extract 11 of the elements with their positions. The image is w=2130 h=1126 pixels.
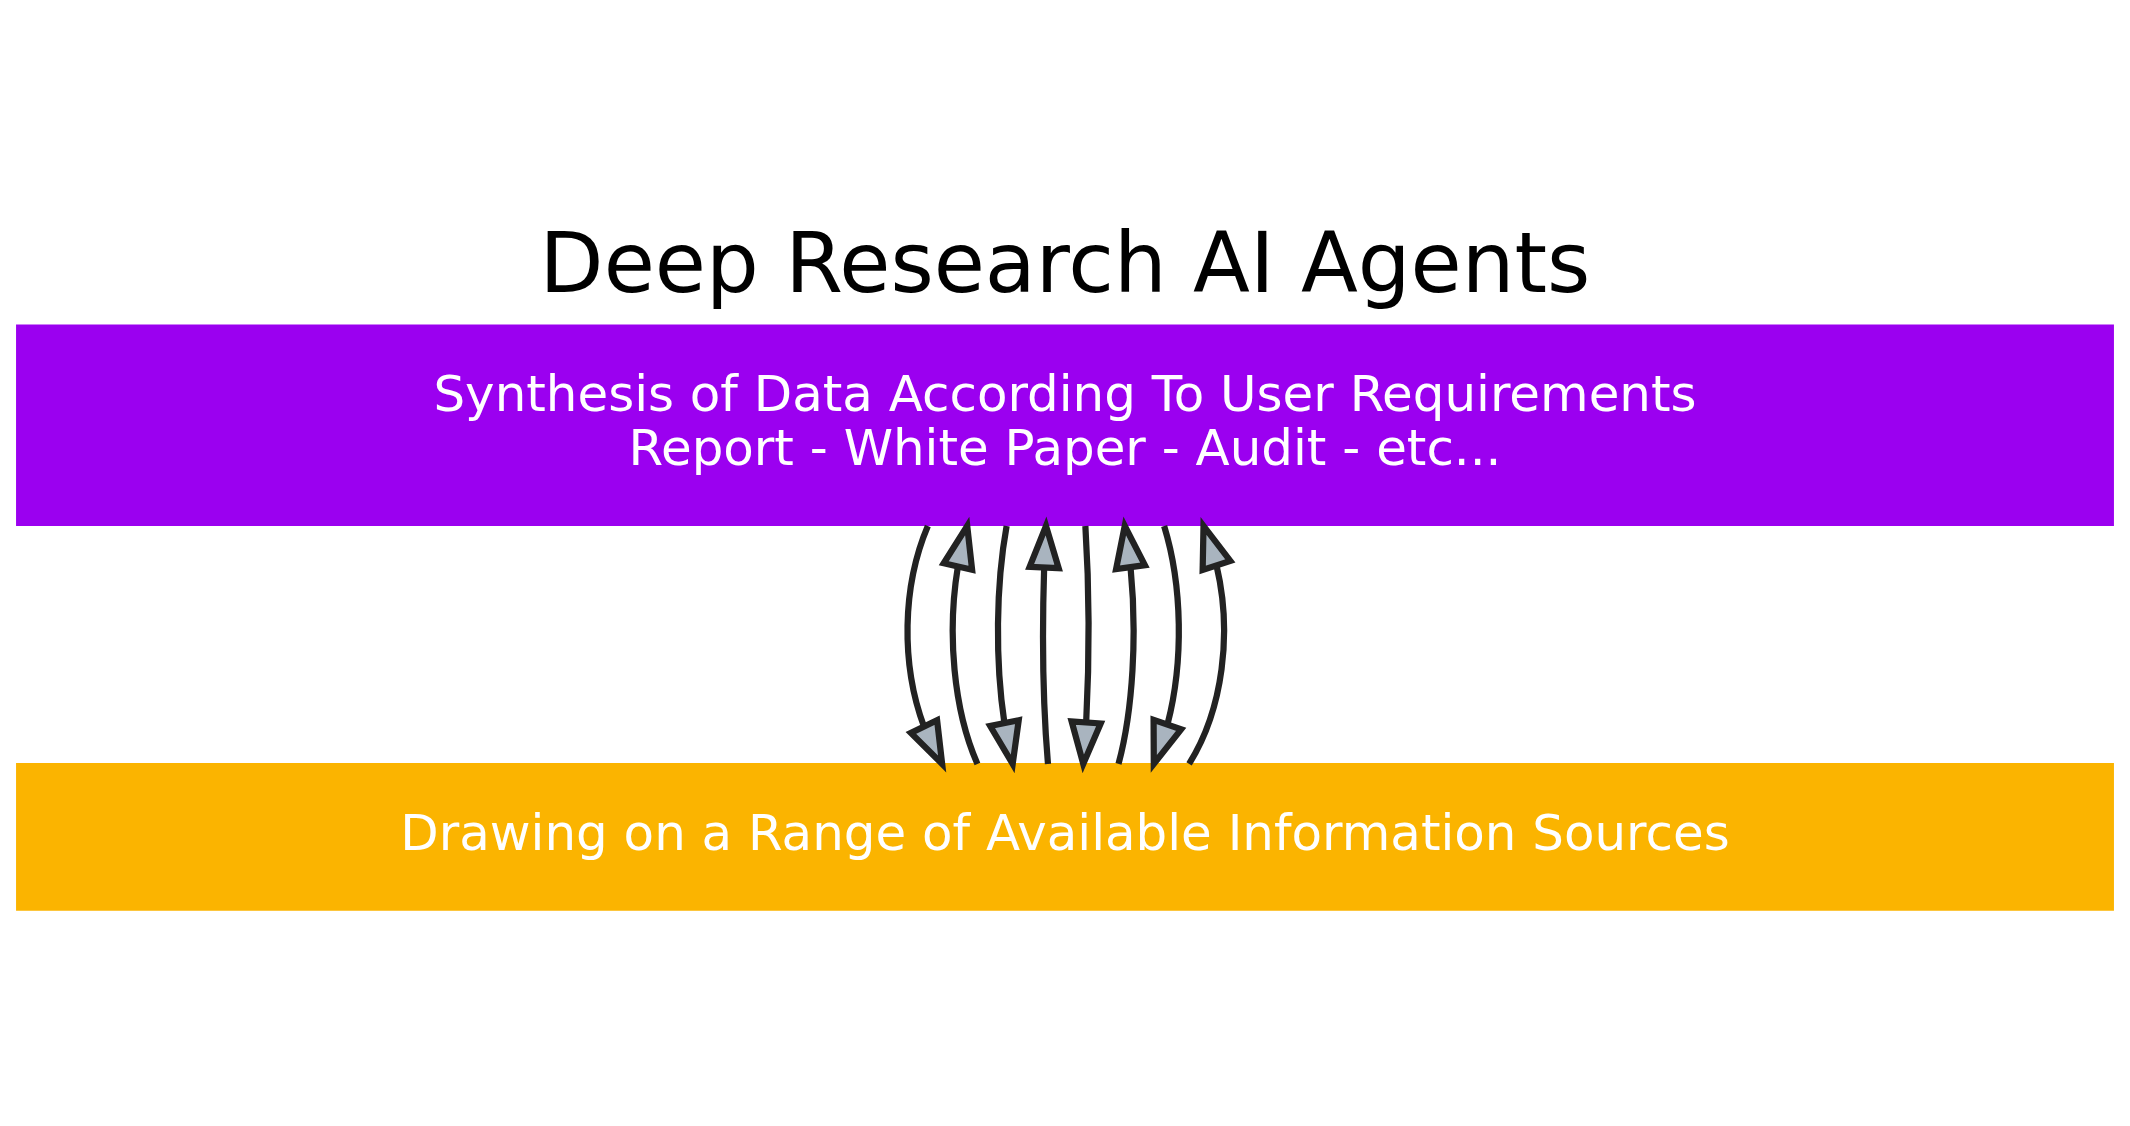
arrow [938, 516, 981, 765]
arrow [1112, 516, 1150, 765]
arrow [904, 524, 947, 772]
diagram-title: Deep Research AI Agents [539, 214, 1591, 312]
arrow [1186, 516, 1236, 765]
arrow [1150, 524, 1187, 773]
arrow [1067, 525, 1106, 773]
node-box: Drawing on a Range of Available Information Sources [16, 762, 2114, 911]
arrow [985, 524, 1023, 773]
arrow [1025, 516, 1063, 764]
node-box: Synthesis of Data According To User Requirements Report - White Paper - Audit - etc... [16, 323, 2114, 526]
